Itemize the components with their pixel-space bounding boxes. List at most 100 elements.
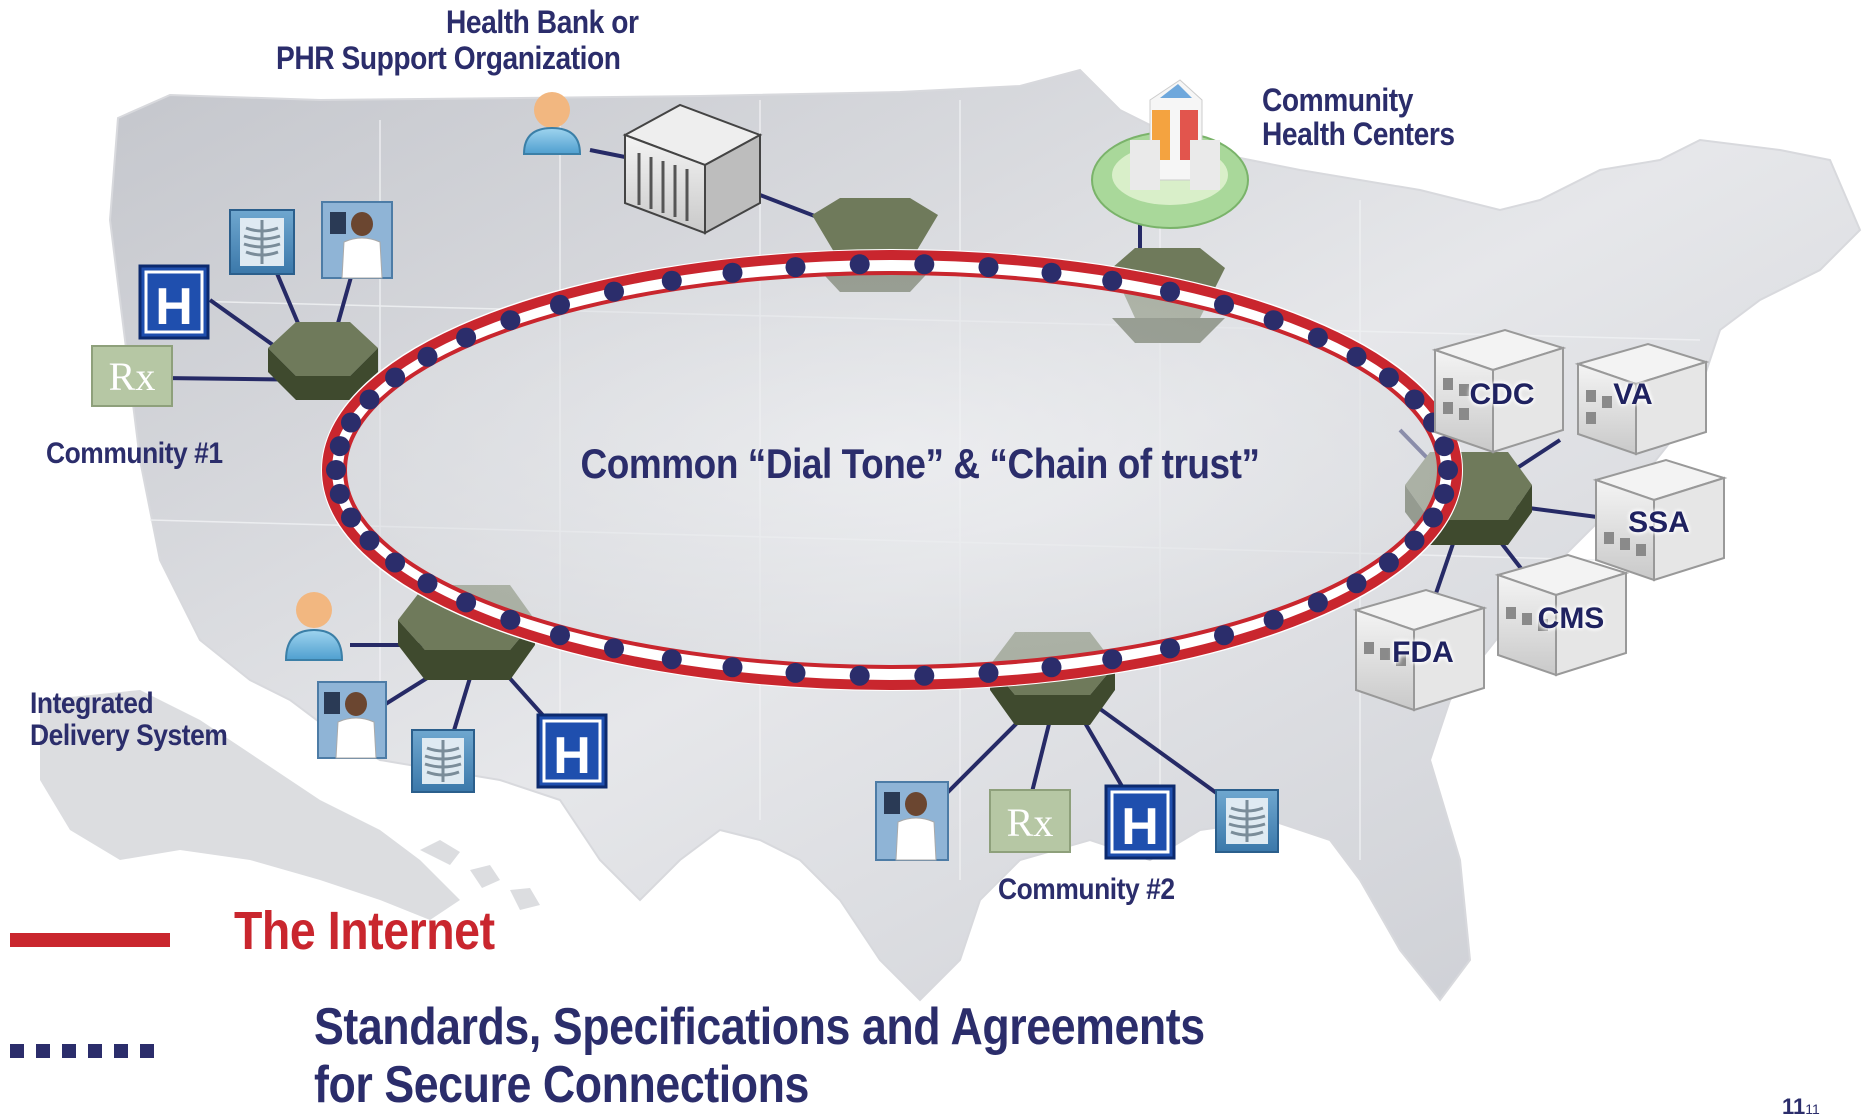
community1-label: Community #1 bbox=[46, 437, 223, 470]
standards-dot bbox=[1263, 609, 1284, 630]
standards-dot bbox=[1438, 460, 1458, 480]
page-number-main: 11 bbox=[1782, 1094, 1806, 1119]
standards-dot bbox=[1041, 262, 1062, 283]
standards-dot bbox=[1307, 592, 1328, 613]
community-health-label-line2: Health Centers bbox=[1262, 115, 1455, 152]
page-number-small: 11 bbox=[1805, 1101, 1820, 1117]
standards-dot bbox=[1041, 657, 1062, 678]
standards-dot bbox=[1404, 530, 1425, 551]
standards-dot bbox=[456, 592, 477, 613]
agency-building-icon bbox=[1352, 588, 1488, 712]
health-bank-building-icon bbox=[622, 103, 763, 235]
community-health-label-line1: Community bbox=[1262, 82, 1413, 118]
agency-buildings bbox=[1352, 328, 1728, 712]
health-bank-label-line2: PHR Support Organization bbox=[276, 40, 621, 76]
xray-icon bbox=[1215, 789, 1279, 853]
standards-dot bbox=[1263, 310, 1284, 331]
community-health-center-icon bbox=[1091, 79, 1249, 229]
standards-dot bbox=[1423, 507, 1443, 528]
hospital-icon: H bbox=[536, 713, 608, 789]
standards-dot bbox=[329, 436, 350, 457]
community2-label: Community #2 bbox=[998, 873, 1175, 906]
standards-dot bbox=[849, 254, 870, 275]
standards-dot bbox=[417, 573, 438, 594]
standards-dot bbox=[1434, 483, 1455, 504]
standards-dot bbox=[326, 460, 346, 480]
standards-dot bbox=[1160, 638, 1180, 659]
pharmacy-icon: Rx bbox=[91, 345, 173, 407]
standards-dot bbox=[341, 412, 361, 433]
svg-text:Rx: Rx bbox=[1007, 800, 1054, 845]
standards-dot bbox=[722, 657, 743, 678]
community-health-label: Community Health Centers bbox=[1262, 82, 1455, 152]
standards-dot bbox=[500, 609, 521, 630]
standards-dot bbox=[661, 649, 682, 670]
standards-dot bbox=[785, 257, 806, 278]
xray-icon bbox=[411, 729, 475, 793]
pharmacy-icon: Rx bbox=[989, 789, 1071, 853]
standards-dot bbox=[1378, 552, 1399, 573]
svg-text:Rx: Rx bbox=[109, 354, 156, 399]
standards-dot bbox=[359, 389, 380, 410]
standards-dot bbox=[417, 346, 438, 367]
standards-legend-line1: Standards, Specifications and Agreements bbox=[314, 998, 1205, 1056]
health-bank-label-line1: Health Bank or bbox=[446, 4, 639, 40]
standards-dot bbox=[1160, 281, 1180, 302]
standards-dot bbox=[1214, 294, 1234, 315]
standards-dot bbox=[604, 281, 624, 302]
standards-dot bbox=[914, 254, 935, 275]
ids-label-line2: Delivery System bbox=[30, 718, 228, 752]
standards-dot bbox=[1102, 270, 1123, 291]
svg-text:H: H bbox=[1121, 798, 1159, 856]
standards-dot bbox=[1102, 649, 1123, 670]
health-bank-label-2: PHR Support Organization bbox=[276, 40, 621, 76]
standards-dot bbox=[978, 257, 999, 278]
standards-legend-label: Standards, Specifications and Agreements… bbox=[314, 998, 1205, 1114]
standards-dot bbox=[1214, 625, 1234, 646]
agency-label-ssa: SSA bbox=[1628, 506, 1690, 539]
standards-dot bbox=[385, 367, 406, 388]
health-bank-label: Health Bank or bbox=[446, 4, 639, 40]
standards-dot bbox=[456, 327, 477, 348]
trust-ring-interior bbox=[332, 260, 1452, 680]
standards-dot bbox=[604, 638, 624, 659]
hub-community1 bbox=[268, 322, 378, 400]
ids-label: Integrated Delivery System bbox=[30, 687, 228, 752]
hospital-icon: H bbox=[1104, 784, 1176, 860]
page-number: 1111 bbox=[1782, 1094, 1820, 1120]
standards-dot bbox=[500, 310, 521, 331]
center-label: Common “Dial Tone” & “Chain of trust” bbox=[580, 440, 1260, 487]
internet-legend-label: The Internet bbox=[234, 901, 495, 961]
standards-dot bbox=[1434, 436, 1455, 457]
standards-dot bbox=[722, 262, 743, 283]
standards-dots bbox=[326, 254, 1458, 686]
internet-legend-line bbox=[10, 933, 170, 947]
svg-text:H: H bbox=[155, 278, 193, 336]
agency-building-icon bbox=[1494, 553, 1630, 677]
standards-dot bbox=[359, 530, 380, 551]
standards-legend-line2: for Secure Connections bbox=[314, 1056, 809, 1115]
agency-label-cms: CMS bbox=[1537, 602, 1605, 635]
agency-label-fda: FDA bbox=[1392, 636, 1454, 669]
doctor-icon bbox=[875, 781, 949, 861]
ids-label-line1: Integrated bbox=[30, 687, 154, 720]
standards-dot bbox=[341, 507, 361, 528]
standards-dot bbox=[785, 662, 806, 683]
standards-dot bbox=[1346, 573, 1367, 594]
standards-dot bbox=[329, 483, 350, 504]
standards-dot bbox=[1307, 327, 1328, 348]
doctor-icon bbox=[317, 681, 387, 759]
standards-dot bbox=[849, 665, 870, 686]
standards-dot bbox=[914, 665, 935, 686]
xray-icon bbox=[229, 209, 295, 275]
agency-label-va: VA bbox=[1613, 378, 1653, 411]
standards-dot bbox=[978, 662, 999, 683]
svg-text:H: H bbox=[553, 727, 591, 785]
agency-building-icon bbox=[1574, 342, 1710, 456]
standards-dot bbox=[550, 625, 570, 646]
standards-legend-dots bbox=[10, 1044, 154, 1058]
agency-building-icon bbox=[1592, 458, 1728, 582]
agency-building-icon bbox=[1431, 328, 1567, 454]
standards-dot bbox=[550, 294, 570, 315]
